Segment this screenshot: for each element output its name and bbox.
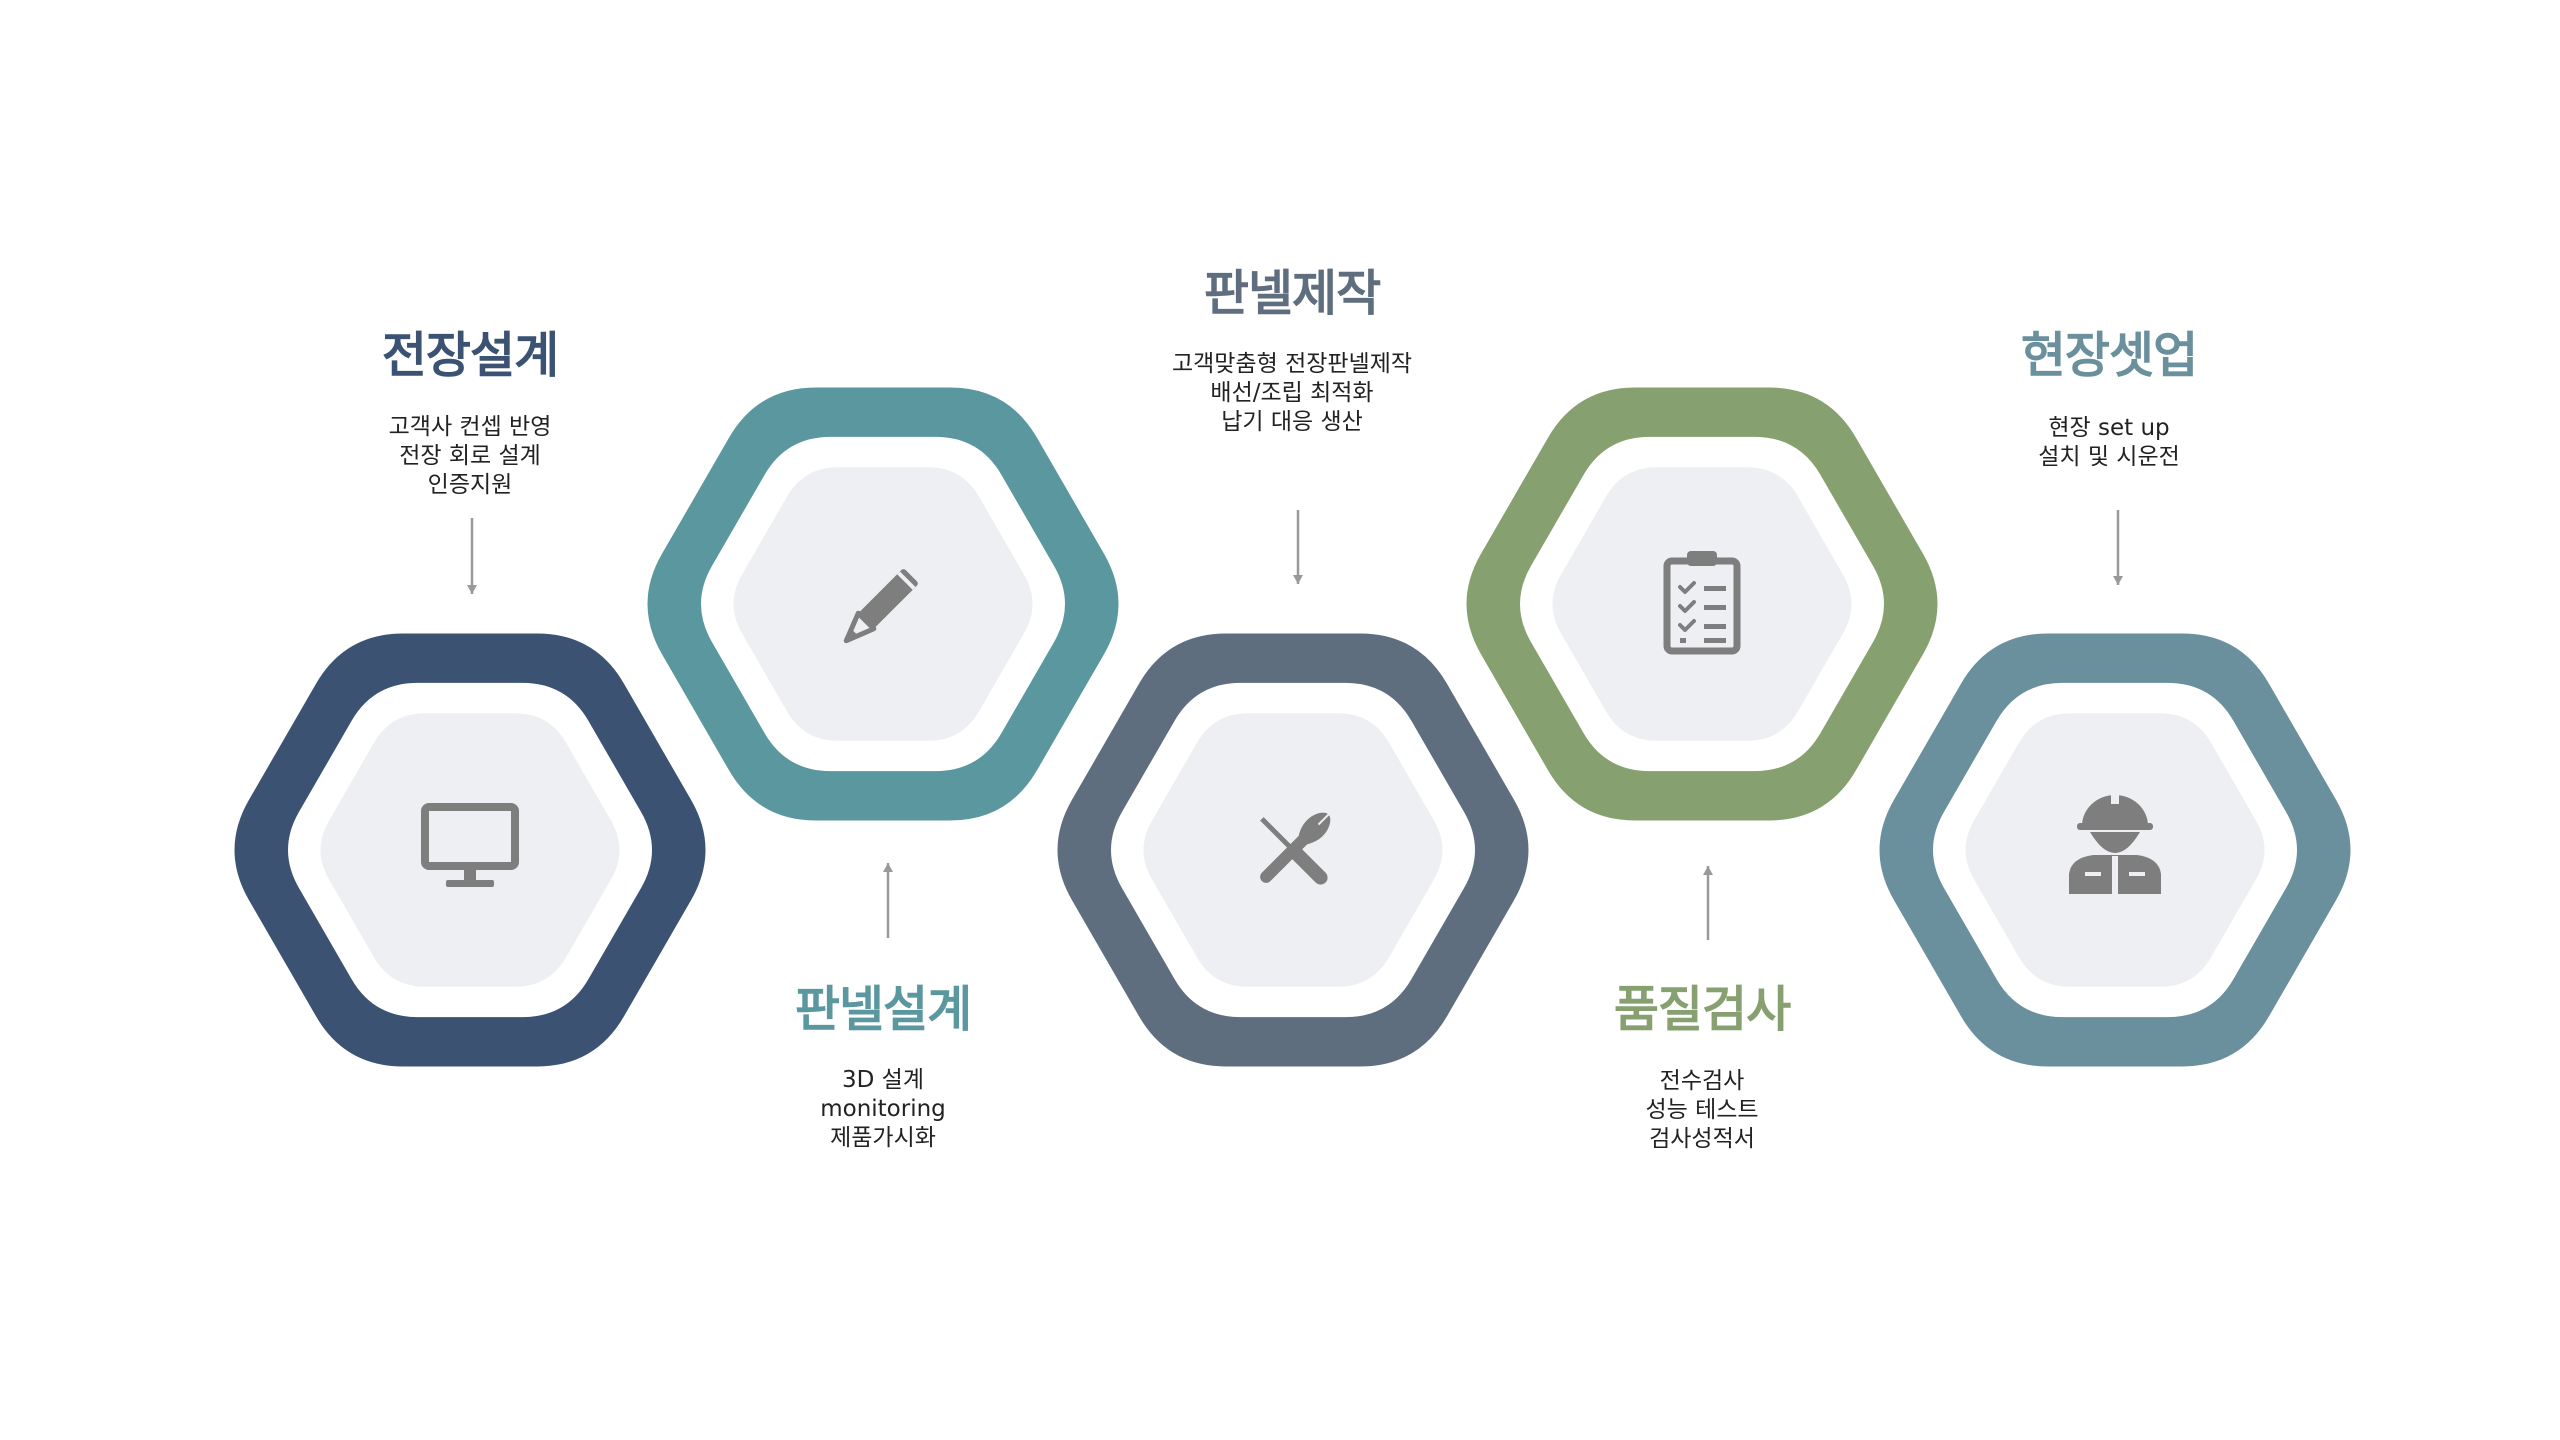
step-desc-line: 설치 및 시운전 <box>2038 444 2180 470</box>
step-title-3: 판넬제작 <box>1203 265 1381 322</box>
step-desc-line: 인증지원 <box>427 472 513 498</box>
step-desc-line: monitoring <box>820 1096 946 1122</box>
step-desc-5: 현장 set up 설치 및 시운전 <box>1899 414 2319 472</box>
monitor-icon <box>421 803 519 887</box>
step-desc-line: 배선/조립 최적화 <box>1210 380 1374 406</box>
step-desc-line: 고객맞춤형 전장판넬제작 <box>1171 351 1413 377</box>
step-desc-line: 전수검사 <box>1659 1068 1745 1094</box>
step-hexagon-2 <box>647 387 1119 821</box>
connector-arrow <box>1293 510 1303 584</box>
connector-arrow <box>2113 510 2123 585</box>
step-desc-line: 고객사 컨셉 반영 <box>388 414 552 440</box>
step-desc-line: 전장 회로 설계 <box>399 443 541 469</box>
step-desc-line: 현장 set up <box>2048 415 2170 441</box>
step-desc-4: 전수검사 성능 테스트 검사성적서 <box>1492 1067 1912 1154</box>
tools-icon <box>1260 812 1331 885</box>
step-hexagon-5 <box>1879 633 2351 1067</box>
pencil-icon <box>843 569 918 644</box>
step-desc-3: 고객맞춤형 전장판넬제작 배선/조립 최적화 납기 대응 생산 <box>1082 350 1502 437</box>
step-title-4: 품질검사 <box>1613 981 1791 1038</box>
connector-arrow <box>883 863 893 938</box>
step-desc-line: 3D 설계 <box>842 1067 924 1093</box>
step-title-5: 현장셋업 <box>2020 327 2198 384</box>
step-desc-line: 성능 테스트 <box>1645 1097 1759 1123</box>
step-desc-line: 납기 대응 생산 <box>1221 409 1363 435</box>
worker-icon <box>2069 794 2161 894</box>
step-title-2: 판넬설계 <box>794 981 972 1038</box>
step-desc-2: 3D 설계 monitoring 제품가시화 <box>673 1066 1093 1153</box>
connector-arrow <box>467 518 477 594</box>
connector-arrow <box>1703 866 1713 940</box>
step-title-1: 전장설계 <box>381 327 559 384</box>
step-hexagon-3 <box>1057 633 1529 1067</box>
step-hexagon-4 <box>1466 387 1938 821</box>
step-desc-line: 검사성적서 <box>1649 1126 1755 1152</box>
clipboard-checklist-icon <box>1663 551 1741 655</box>
step-desc-1: 고객사 컨셉 반영 전장 회로 설계 인증지원 <box>260 413 680 500</box>
step-hexagon-1 <box>234 633 706 1067</box>
step-desc-line: 제품가시화 <box>830 1125 936 1151</box>
